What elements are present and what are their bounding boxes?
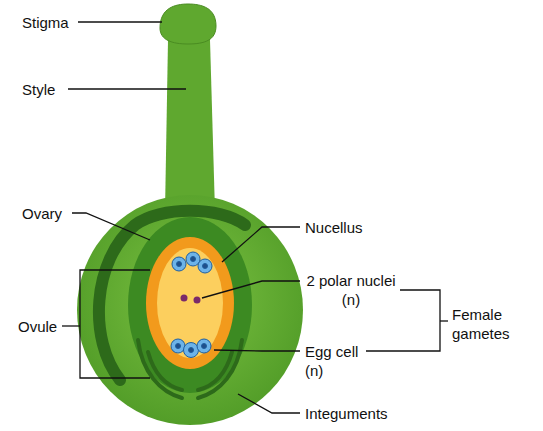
nucellus-shape [146,237,234,369]
egg-apparatus [171,339,211,358]
part-label: Integuments [305,404,415,423]
leader-lines [62,22,448,413]
polar-nuclei [181,295,201,304]
part-label: Egg cell (n) [305,342,375,380]
stigma-shape [160,4,216,44]
embryo-sac [157,248,223,358]
part-label: Ovary [22,204,82,223]
part-label: Stigma [22,13,92,32]
antipodal-cells [172,252,212,273]
part-label: Female gametes [452,305,524,343]
integuments-shape [138,340,242,398]
part-label: Ovule [18,317,78,336]
part-label: Nucellus [305,218,395,237]
style-shape [165,40,215,212]
part-label: Style [22,80,82,99]
ovary-shape [77,195,303,425]
part-label: 2 polar nuclei (n) [300,271,402,309]
